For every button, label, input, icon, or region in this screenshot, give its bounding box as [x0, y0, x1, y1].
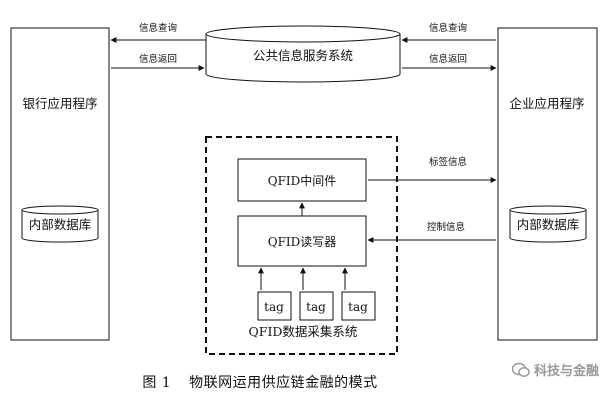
edge-label-info-return-right: 信息返回: [429, 53, 467, 65]
edge-label-control-info: 控制信息: [427, 221, 465, 233]
collection-system-label: QFID数据采集系统: [249, 324, 358, 339]
wechat-icon: [511, 362, 530, 377]
enterprise-db-icon: 内部数据库: [509, 205, 587, 243]
figure-title: 物联网运用供应链金融的模式: [189, 375, 378, 391]
tag-node-1: tag: [257, 267, 292, 321]
watermark: 科技与金融: [511, 360, 599, 379]
enterprise-app-label: 企业应用程序: [509, 96, 584, 111]
bank-db-icon: 内部数据库: [21, 205, 99, 243]
public-service-node: 公共信息服务系统: [205, 25, 401, 83]
middleware-label: QFID中间件: [268, 173, 337, 188]
figure-caption: 图 1 物联网运用供应链金融的模式: [0, 372, 520, 392]
edge-label-info-query-left: 信息查询: [139, 22, 177, 34]
edge-label-tag-info: 标签信息: [429, 156, 467, 168]
edge-label-info-return-left: 信息返回: [139, 53, 177, 65]
tag-label: tag: [306, 300, 326, 314]
enterprise-db-label: 内部数据库: [517, 217, 580, 232]
bank-db-label: 内部数据库: [29, 217, 92, 232]
enterprise-app-node: 企业应用程序 内部数据库: [497, 27, 598, 341]
reader-writer-node: QFID读写器: [237, 215, 367, 267]
bank-app-label: 银行应用程序: [22, 96, 97, 111]
tag-label: tag: [348, 300, 368, 314]
bank-app-node: 银行应用程序 内部数据库: [10, 27, 110, 341]
tag-node-3: tag: [341, 267, 376, 321]
middleware-node: QFID中间件: [237, 158, 367, 202]
collection-system-frame: QFID数据采集系统: [205, 136, 398, 355]
reader-writer-label: QFID读写器: [268, 235, 337, 249]
edge-label-info-query-right: 信息查询: [429, 22, 467, 34]
tag-label: tag: [264, 300, 284, 314]
public-service-label: 公共信息服务系统: [253, 48, 353, 63]
watermark-text: 科技与金融: [533, 364, 599, 379]
figure-number: 图 1: [142, 375, 172, 391]
tag-node-2: tag: [299, 267, 334, 321]
